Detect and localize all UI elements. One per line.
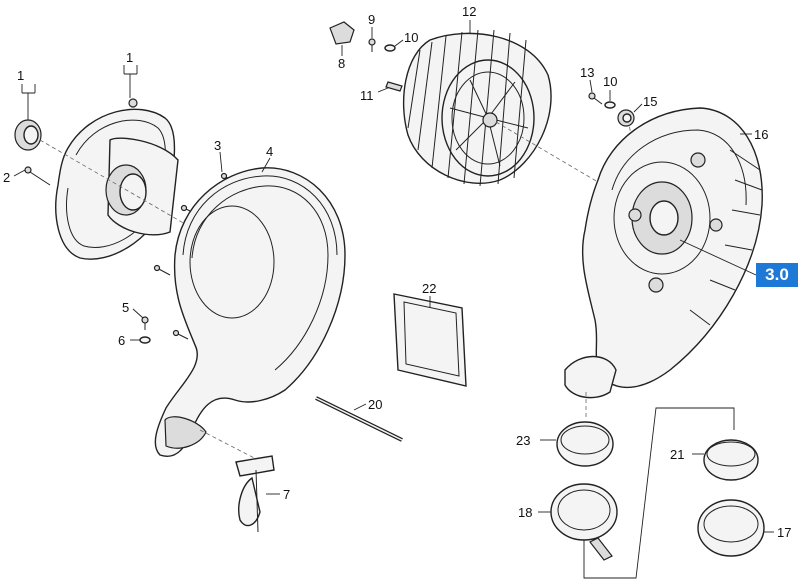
part-10-washer [384,44,396,52]
part-23-ring [556,421,614,467]
part-9-screw [368,38,376,52]
part-7-flap [235,455,275,533]
part-10-washer-2 [604,101,616,109]
part-16-housing [564,107,763,399]
part-2-screw [24,166,51,186]
part-4-housing [154,167,346,457]
label-2: 2 [3,170,10,185]
part-17-adapter-ring [697,499,765,557]
label-4: 4 [266,144,273,159]
label-15: 15 [643,94,657,109]
label-12: 12 [462,4,476,19]
label-3: 3 [214,138,221,153]
part-6-washer [139,336,151,344]
label-21: 21 [670,447,684,462]
part-1-bearing [14,119,42,151]
label-9: 9 [368,12,375,27]
label-8: 8 [338,56,345,71]
part-20-shaft [315,396,403,442]
part-11-key [385,81,403,92]
label-1b: 1 [126,50,133,65]
label-22: 22 [422,281,436,296]
label-10b: 10 [603,74,617,89]
part-12-blower-wheel [402,29,552,187]
part-15-bearing [617,109,635,127]
part-21-ring [703,439,759,481]
label-17: 17 [777,525,791,540]
part-8-hub-nut [329,21,355,45]
part-5-screw [141,316,149,330]
label-1a: 1 [17,68,24,83]
label-20: 20 [368,397,382,412]
label-10a: 10 [404,30,418,45]
label-6: 6 [118,333,125,348]
part-22-filter [393,293,467,387]
label-11: 11 [360,88,374,103]
label-23: 23 [516,433,530,448]
label-18: 18 [518,505,532,520]
reference-badge[interactable]: 3.0 [756,263,798,287]
label-7: 7 [283,487,290,502]
part-1-inlet-plate [55,98,179,260]
part-13-screw [588,92,603,105]
label-16: 16 [754,127,768,142]
label-5: 5 [122,300,129,315]
label-13: 13 [580,65,594,80]
